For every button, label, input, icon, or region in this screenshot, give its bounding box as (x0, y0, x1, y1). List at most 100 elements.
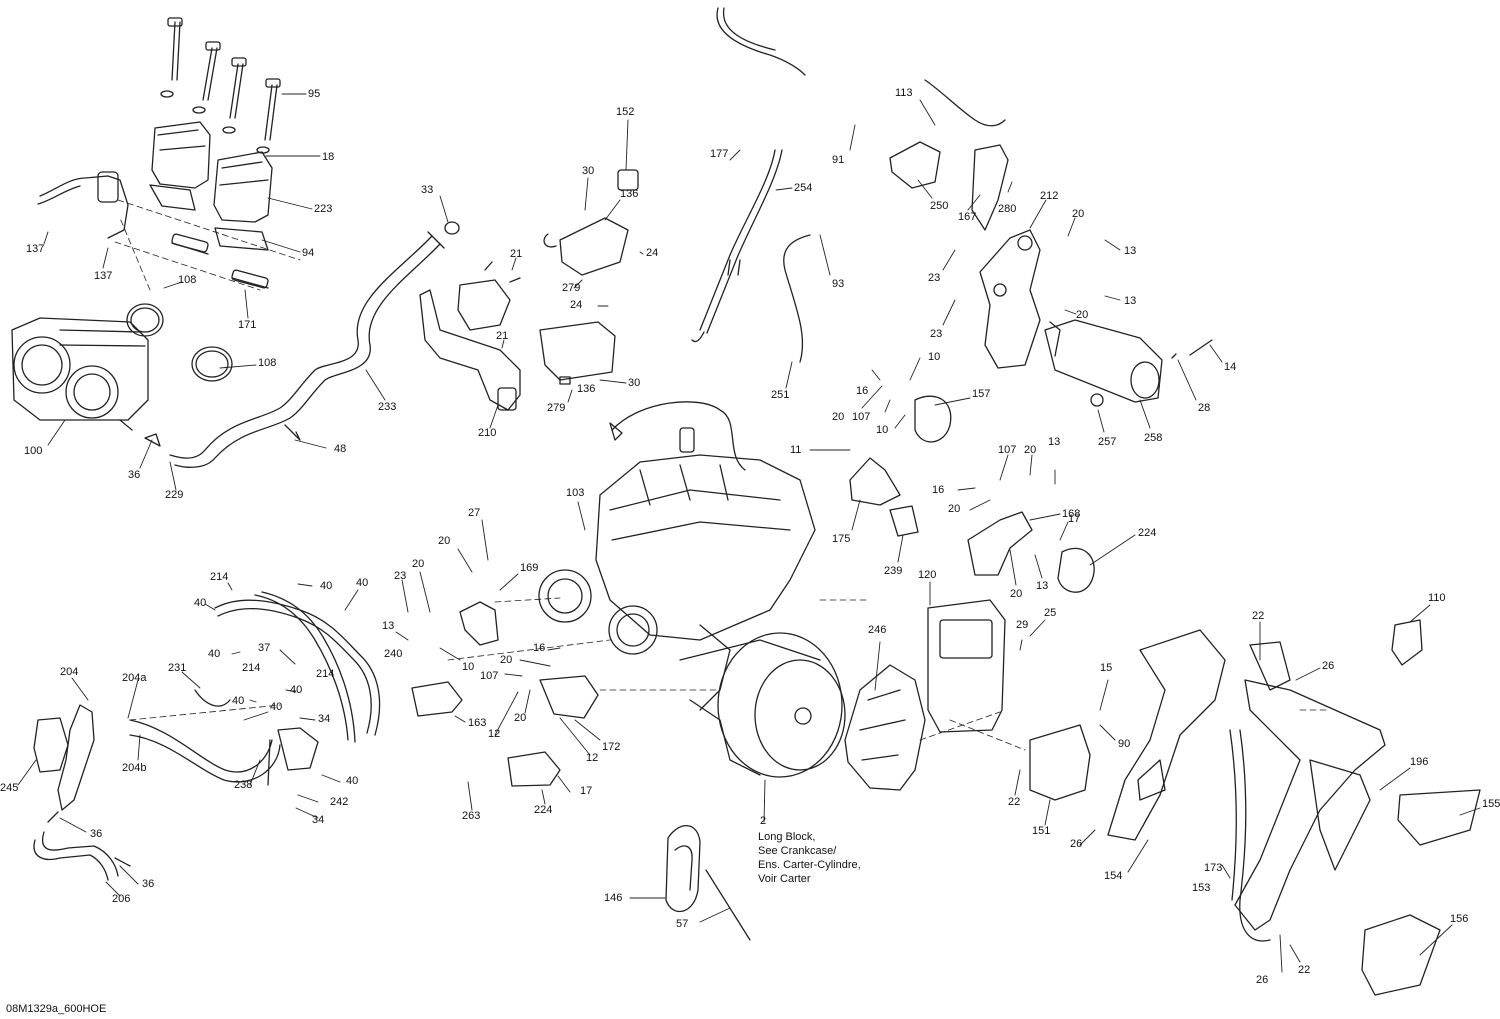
throttle-body-assembly (11, 303, 233, 431)
dashed-guides (114, 199, 1331, 751)
callout-label: 40 (232, 695, 245, 707)
engine-note-line: Ens. Carter-Cylindre, (758, 859, 861, 871)
callout-label: 26 (1070, 838, 1083, 850)
callout-label: 167 (958, 211, 977, 223)
callout-label: 20 (1072, 208, 1085, 220)
callout-label: 157 (972, 388, 991, 400)
callout-label: 26 (1256, 974, 1269, 986)
callout-label: 107 (852, 411, 871, 423)
callout-label: 21 (510, 248, 523, 260)
callout-label: 90 (1118, 738, 1131, 750)
callout-label: 20 (412, 558, 425, 570)
leader-lines (17, 93, 1481, 973)
callout-label: 27 (468, 507, 481, 519)
callout-label: 12 (488, 728, 501, 740)
callout-label: 26 (1322, 660, 1335, 672)
hose-233 (144, 221, 460, 468)
callout-label: 107 (480, 670, 499, 682)
engine-note-line: Voir Carter (758, 873, 811, 885)
callout-label: 103 (566, 487, 585, 499)
callout-label: 2 (760, 815, 767, 827)
callout-label: 28 (1198, 402, 1211, 414)
callout-label: 20 (500, 654, 513, 666)
callout-label: 212 (1040, 190, 1059, 202)
callout-label: 196 (1410, 756, 1429, 768)
callout-label: 251 (771, 389, 790, 401)
callout-label: 154 (1104, 870, 1123, 882)
callout-label: 24 (646, 247, 659, 259)
callout-label: 17 (580, 785, 593, 797)
callout-label: 242 (330, 796, 349, 808)
callout-label: 120 (918, 569, 937, 581)
callout-label: 113 (895, 87, 913, 99)
callout-label: 245 (0, 782, 19, 794)
coolant-hoses (129, 591, 381, 786)
callout-label: 34 (318, 713, 331, 725)
callout-label: 11 (790, 444, 802, 456)
callout-label: 108 (258, 357, 277, 369)
callout-label: 152 (616, 106, 635, 118)
callout-label: 280 (998, 203, 1017, 215)
cable-assembly (691, 7, 811, 363)
callout-label: 91 (832, 154, 845, 166)
callout-label: 163 (468, 717, 487, 729)
callout-label: 110 (1428, 592, 1446, 604)
callout-label: 13 (382, 620, 395, 632)
callout-label: 29 (1016, 619, 1029, 631)
callout-label: 168 (1062, 508, 1081, 520)
callout-label: 13 (1048, 436, 1061, 448)
callout-label: 20 (514, 712, 527, 724)
rewind-handle (665, 825, 751, 941)
callout-label: 107 (998, 444, 1017, 456)
callout-label: 30 (582, 165, 595, 177)
callout-label: 40 (346, 775, 359, 787)
callout-label: 171 (238, 319, 257, 331)
callout-label: 36 (90, 828, 103, 840)
callout-label: 214 (316, 668, 335, 680)
callout-label: 246 (868, 624, 887, 636)
callout-label: 13 (1036, 580, 1049, 592)
callout-label: 21 (496, 330, 509, 342)
callout-label: 136 (577, 383, 596, 395)
callout-label: 48 (334, 443, 347, 455)
callout-label: 93 (832, 278, 845, 290)
engine-note: Long Block, See Crankcase/ Ens. Carter-C… (758, 830, 861, 886)
callout-label: 214 (242, 662, 261, 674)
figure-code: 08M1329a_600HOE (6, 1003, 107, 1015)
callout-label: 23 (394, 570, 407, 582)
callout-label: 224 (1138, 527, 1157, 539)
callout-label: 40 (208, 648, 221, 660)
callout-label: 20 (438, 535, 451, 547)
callout-label: 257 (1098, 436, 1117, 448)
engine-mounts (411, 395, 1095, 787)
callout-label: 40 (270, 701, 283, 713)
callout-label: 10 (928, 351, 941, 363)
callout-label: 204b (122, 762, 147, 774)
callout-label: 263 (462, 810, 481, 822)
callout-label: 169 (520, 562, 539, 574)
callout-label: 36 (128, 469, 141, 481)
callout-label: 204 (60, 666, 79, 678)
callout-label: 15 (1100, 662, 1113, 674)
callout-label: 151 (1032, 825, 1051, 837)
bracket-210 (419, 261, 521, 411)
callout-label: 239 (884, 565, 903, 577)
body-panels (1029, 619, 1481, 996)
callout-label: 30 (628, 377, 641, 389)
callout-label: 173 (1204, 862, 1223, 874)
callout-label: 33 (421, 184, 434, 196)
callout-label: 100 (24, 445, 43, 457)
hose-204-206 (33, 704, 131, 881)
callout-label: 229 (165, 489, 184, 501)
callout-label: 20 (1010, 588, 1023, 600)
callout-label: 238 (234, 779, 253, 791)
callout-label: 40 (356, 577, 369, 589)
callout-label: 22 (1252, 610, 1265, 622)
callout-label: 24 (570, 299, 583, 311)
callout-label: 23 (930, 328, 943, 340)
callout-label: 22 (1298, 964, 1311, 976)
engine-note-line: See Crankcase/ (758, 845, 837, 857)
callout-label: 12 (586, 752, 599, 764)
callout-label: 34 (312, 814, 325, 826)
